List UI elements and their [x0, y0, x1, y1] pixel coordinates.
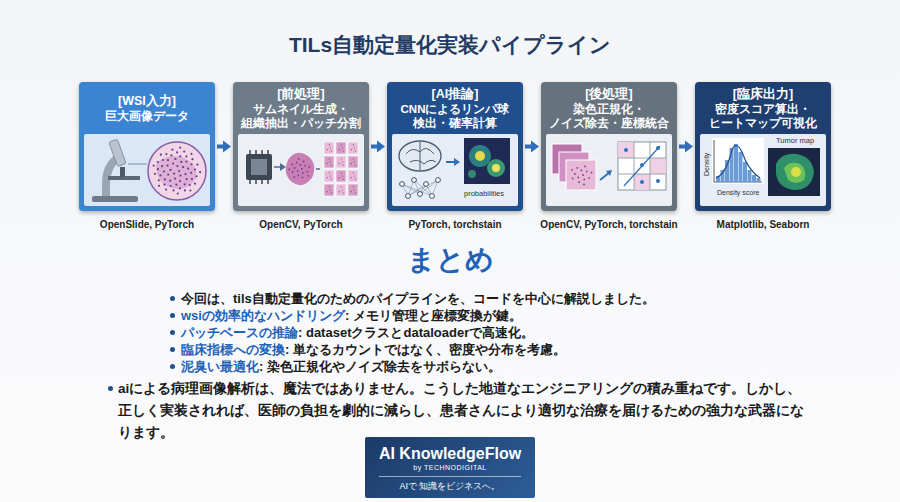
summary-keyword: wsiの効率的なハンドリング: [181, 308, 345, 323]
illustration-label: Density: [702, 153, 711, 176]
bullet-dot: [170, 364, 175, 369]
tool-label: OpenCV, PyTorch, torchstain: [531, 219, 687, 230]
summary-item: 泥臭い最適化: 染色正規化やノイズ除去をサボらない。: [168, 358, 808, 375]
step-header: [前処理]サムネイル生成・ 組織抽出・パッチ分割: [233, 82, 369, 134]
illustration-label: Density score: [717, 188, 759, 197]
illustration-panel: [84, 134, 210, 206]
arrow-shaft: [217, 145, 223, 149]
illustration-panel: probabilities: [392, 134, 518, 206]
stage-illustration: [84, 134, 210, 206]
bullet-dot: [170, 330, 175, 335]
closing-text: aiによる病理画像解析は、魔法ではありません。こうした地道なエンジニアリングの積…: [118, 378, 806, 444]
pipeline-step: [臨床出力]密度スコア算出・ ヒートマップ可視化DensityDensity s…: [695, 82, 831, 211]
step-description: 巨大画像データ: [84, 109, 210, 123]
stage-illustration: [546, 134, 672, 206]
bullet-dot: [170, 347, 175, 352]
summary-text: : 染色正規化やノイズ除去をサボらない。: [259, 359, 501, 374]
step-header: [AI推論]CNNによるリンパ球 検出・確率計算: [387, 82, 523, 134]
arrow-shaft: [679, 145, 685, 149]
closing-paragraph: aiによる病理画像解析は、魔法ではありません。こうした地道なエンジニアリングの積…: [106, 378, 806, 444]
arrow-head: [377, 141, 385, 153]
tool-label: OpenCV, PyTorch: [223, 219, 379, 230]
illustration-panel: DensityDensity score Tumor map: [700, 134, 826, 206]
step-heading: [後処理]: [546, 87, 672, 102]
summary-keyword: 臨床指標への変換: [181, 342, 285, 357]
summary-text: : datasetクラスとdataloaderで高速化。: [298, 325, 534, 340]
summary-keyword: パッチベースの推論: [181, 325, 298, 340]
illustration-label: probabilities: [464, 189, 504, 199]
summary-item: wsiの効率的なハンドリング: メモリ管理と座標変換が鍵。: [168, 307, 808, 324]
stage-illustration: [238, 134, 364, 206]
step-description: 密度スコア算出・ ヒートマップ可視化: [700, 102, 826, 130]
brand-separator: [379, 476, 521, 477]
step-header: [臨床出力]密度スコア算出・ ヒートマップ可視化: [695, 82, 831, 134]
step-description: CNNによるリンパ球 検出・確率計算: [392, 102, 518, 130]
pipeline-step: [AI推論]CNNによるリンパ球 検出・確率計算 probabilities: [387, 82, 523, 211]
pipeline-step: [WSI入力]巨大画像データ: [79, 82, 215, 211]
summary-text: : メモリ管理と座標変換が鍵。: [345, 308, 522, 323]
bullet-dot: [170, 313, 175, 318]
step-heading: [前処理]: [238, 87, 364, 102]
diagram-title: TILs自動定量化実装パイプライン: [0, 31, 900, 59]
step-heading: [WSI入力]: [84, 94, 210, 109]
summary-item: パッチベースの推論: datasetクラスとdataloaderで高速化。: [168, 324, 808, 341]
summary-text: : 単なるカウントではなく、密度や分布を考慮。: [285, 342, 566, 357]
flow-arrow: [525, 141, 539, 153]
tool-label: OpenSlide, PyTorch: [69, 219, 225, 230]
arrow-head: [223, 141, 231, 153]
illustration-panel: [238, 134, 364, 206]
tool-label: PyTorch, torchstain: [377, 219, 533, 230]
summary-keyword: 泥臭い最適化: [181, 359, 259, 374]
arrow-shaft: [371, 145, 377, 149]
summary-item: 今回は、tils自動定量化のためのパイプラインを、コードを中心に解説しました。: [168, 290, 808, 307]
flow-arrow: [371, 141, 385, 153]
flow-arrow: [679, 141, 693, 153]
step-header: [WSI入力]巨大画像データ: [79, 82, 215, 134]
brand-box: AI KnowledgeFlowby TECHNODIGITAL AIで 知識をビ…: [365, 437, 535, 498]
tool-label: Matplotlib, Seaborn: [685, 219, 841, 230]
illustration-panel: [546, 134, 672, 206]
summary-item: 臨床指標への変換: 単なるカウントではなく、密度や分布を考慮。: [168, 341, 808, 358]
step-heading: [AI推論]: [392, 87, 518, 102]
summary-list: 今回は、tils自動定量化のためのパイプラインを、コードを中心に解説しました。w…: [168, 290, 808, 375]
pipeline-step: [後処理]染色正規化・ ノイズ除去・座標統合: [541, 82, 677, 211]
brand-name: AI KnowledgeFlow: [373, 444, 527, 463]
bullet-dot: [170, 296, 175, 301]
brand-byline: by TECHNODIGITAL: [373, 463, 527, 472]
step-description: サムネイル生成・ 組織抽出・パッチ分割: [238, 102, 364, 130]
arrow-head: [531, 141, 539, 153]
bullet-dot: [108, 386, 113, 391]
summary-text: 今回は、tils自動定量化のためのパイプラインを、コードを中心に解説しました。: [181, 291, 655, 306]
step-description: 染色正規化・ ノイズ除去・座標統合: [546, 102, 672, 130]
brand-tagline: AIで 知識をビジネスへ。: [373, 480, 527, 492]
arrow-head: [685, 141, 693, 153]
arrow-shaft: [525, 145, 531, 149]
flow-arrow: [217, 141, 231, 153]
summary-heading: まとめ: [0, 244, 900, 276]
pipeline-step: [前処理]サムネイル生成・ 組織抽出・パッチ分割: [233, 82, 369, 211]
step-header: [後処理]染色正規化・ ノイズ除去・座標統合: [541, 82, 677, 134]
illustration-label: Tumor map: [776, 136, 814, 146]
step-heading: [臨床出力]: [700, 87, 826, 102]
